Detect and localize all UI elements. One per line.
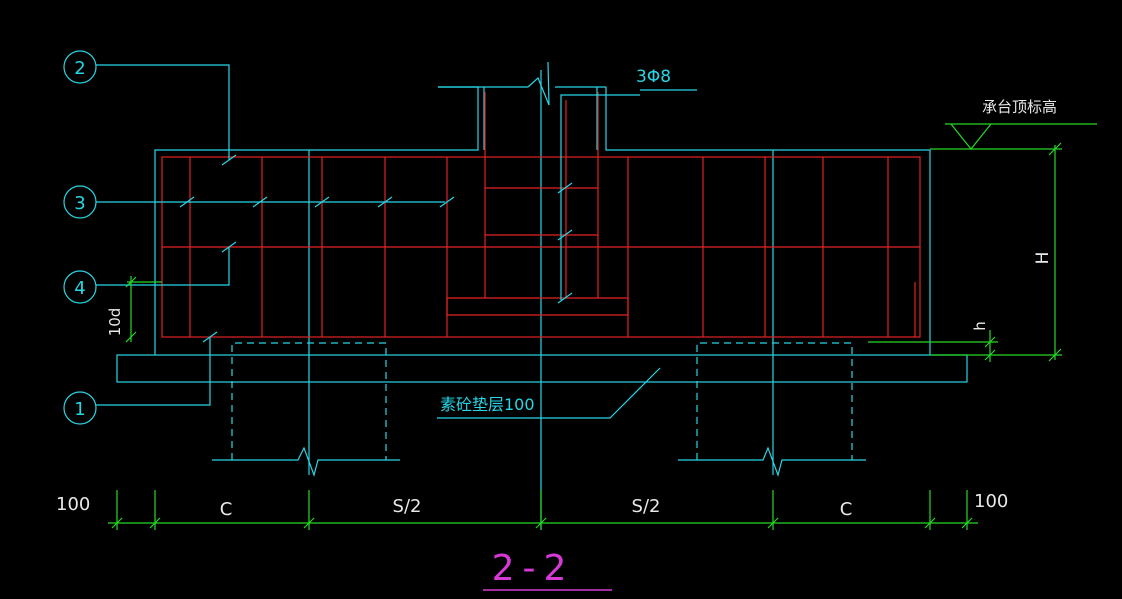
rebar-label: 3Φ8 <box>636 67 671 87</box>
dim-left-100: 100 <box>56 494 90 515</box>
leaders <box>96 64 697 419</box>
svg-text:1: 1 <box>74 399 85 420</box>
pile-cap-outline <box>154 61 931 530</box>
svg-text:2: 2 <box>74 58 85 79</box>
dim-left-c: C <box>220 499 233 520</box>
rebar-cage <box>161 156 921 338</box>
elevation-marker <box>930 123 1097 150</box>
dim-right-c: C <box>840 499 853 520</box>
small-h-label: h <box>971 321 989 331</box>
right-pile <box>678 342 866 477</box>
callout-1: 1 <box>63 391 97 425</box>
elevation-label: 承台顶标高 <box>982 98 1057 116</box>
section-title: 2-2 <box>492 548 575 589</box>
anchor-dimension <box>125 276 162 343</box>
column-dowels <box>446 92 629 316</box>
svg-text:4: 4 <box>74 278 85 299</box>
bottom-dimension-line <box>108 490 978 530</box>
dim-right-s2: S/2 <box>632 496 661 517</box>
dim-right-100: 100 <box>974 491 1008 512</box>
cushion-label: 素砼垫层100 <box>440 395 535 414</box>
callout-2: 2 <box>63 50 97 84</box>
dim-left-s2: S/2 <box>393 496 422 517</box>
callout-3: 3 <box>63 185 97 219</box>
height-label: H <box>1033 252 1053 265</box>
height-dimension <box>868 142 1062 362</box>
anchor-label: 10d <box>106 308 124 337</box>
callout-4: 4 <box>63 270 97 304</box>
svg-text:3: 3 <box>74 193 85 214</box>
cushion-layer <box>116 354 968 383</box>
left-pile <box>212 342 400 477</box>
